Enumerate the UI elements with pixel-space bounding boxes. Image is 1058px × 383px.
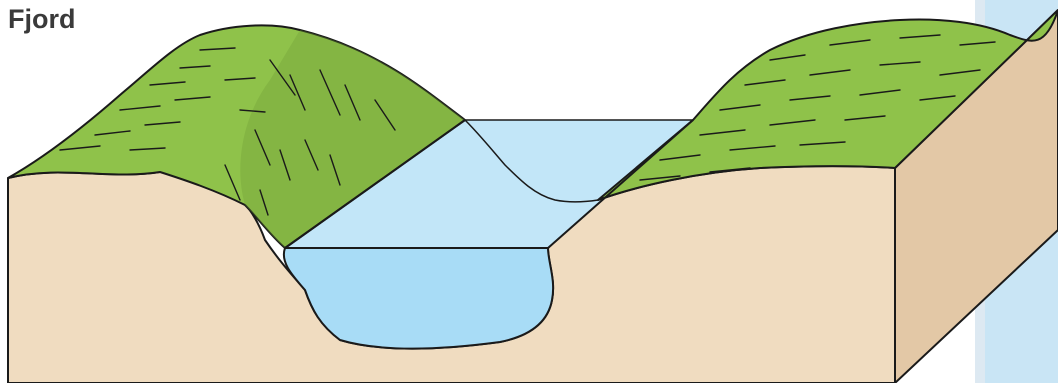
fjord-block-diagram — [0, 0, 1058, 383]
fjord-diagram-stage: Fjord — [0, 0, 1058, 383]
